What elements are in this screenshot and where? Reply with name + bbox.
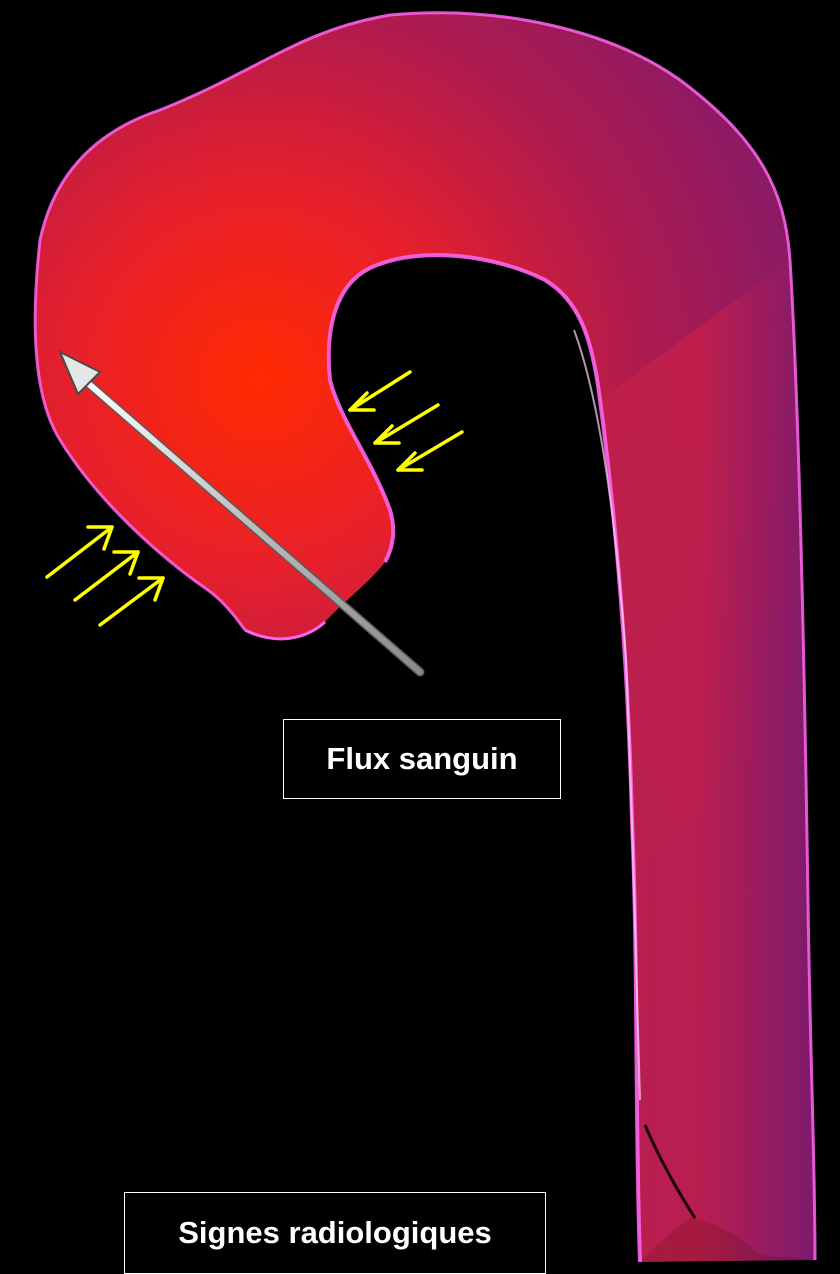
indicator-arrow (100, 578, 163, 625)
indicator-arrow (350, 372, 410, 410)
radiological-signs-label-text: Signes radiologiques (178, 1215, 492, 1251)
flow-label: Flux sanguin (283, 719, 561, 799)
indicator-arrow (398, 432, 462, 470)
indicator-arrow (375, 405, 438, 443)
indicator-arrow (75, 552, 138, 600)
radiological-signs-label: Signes radiologiques (124, 1192, 546, 1274)
indicator-arrow (47, 527, 112, 577)
flow-label-text: Flux sanguin (326, 741, 517, 777)
descending-aorta-shading (600, 260, 815, 1262)
